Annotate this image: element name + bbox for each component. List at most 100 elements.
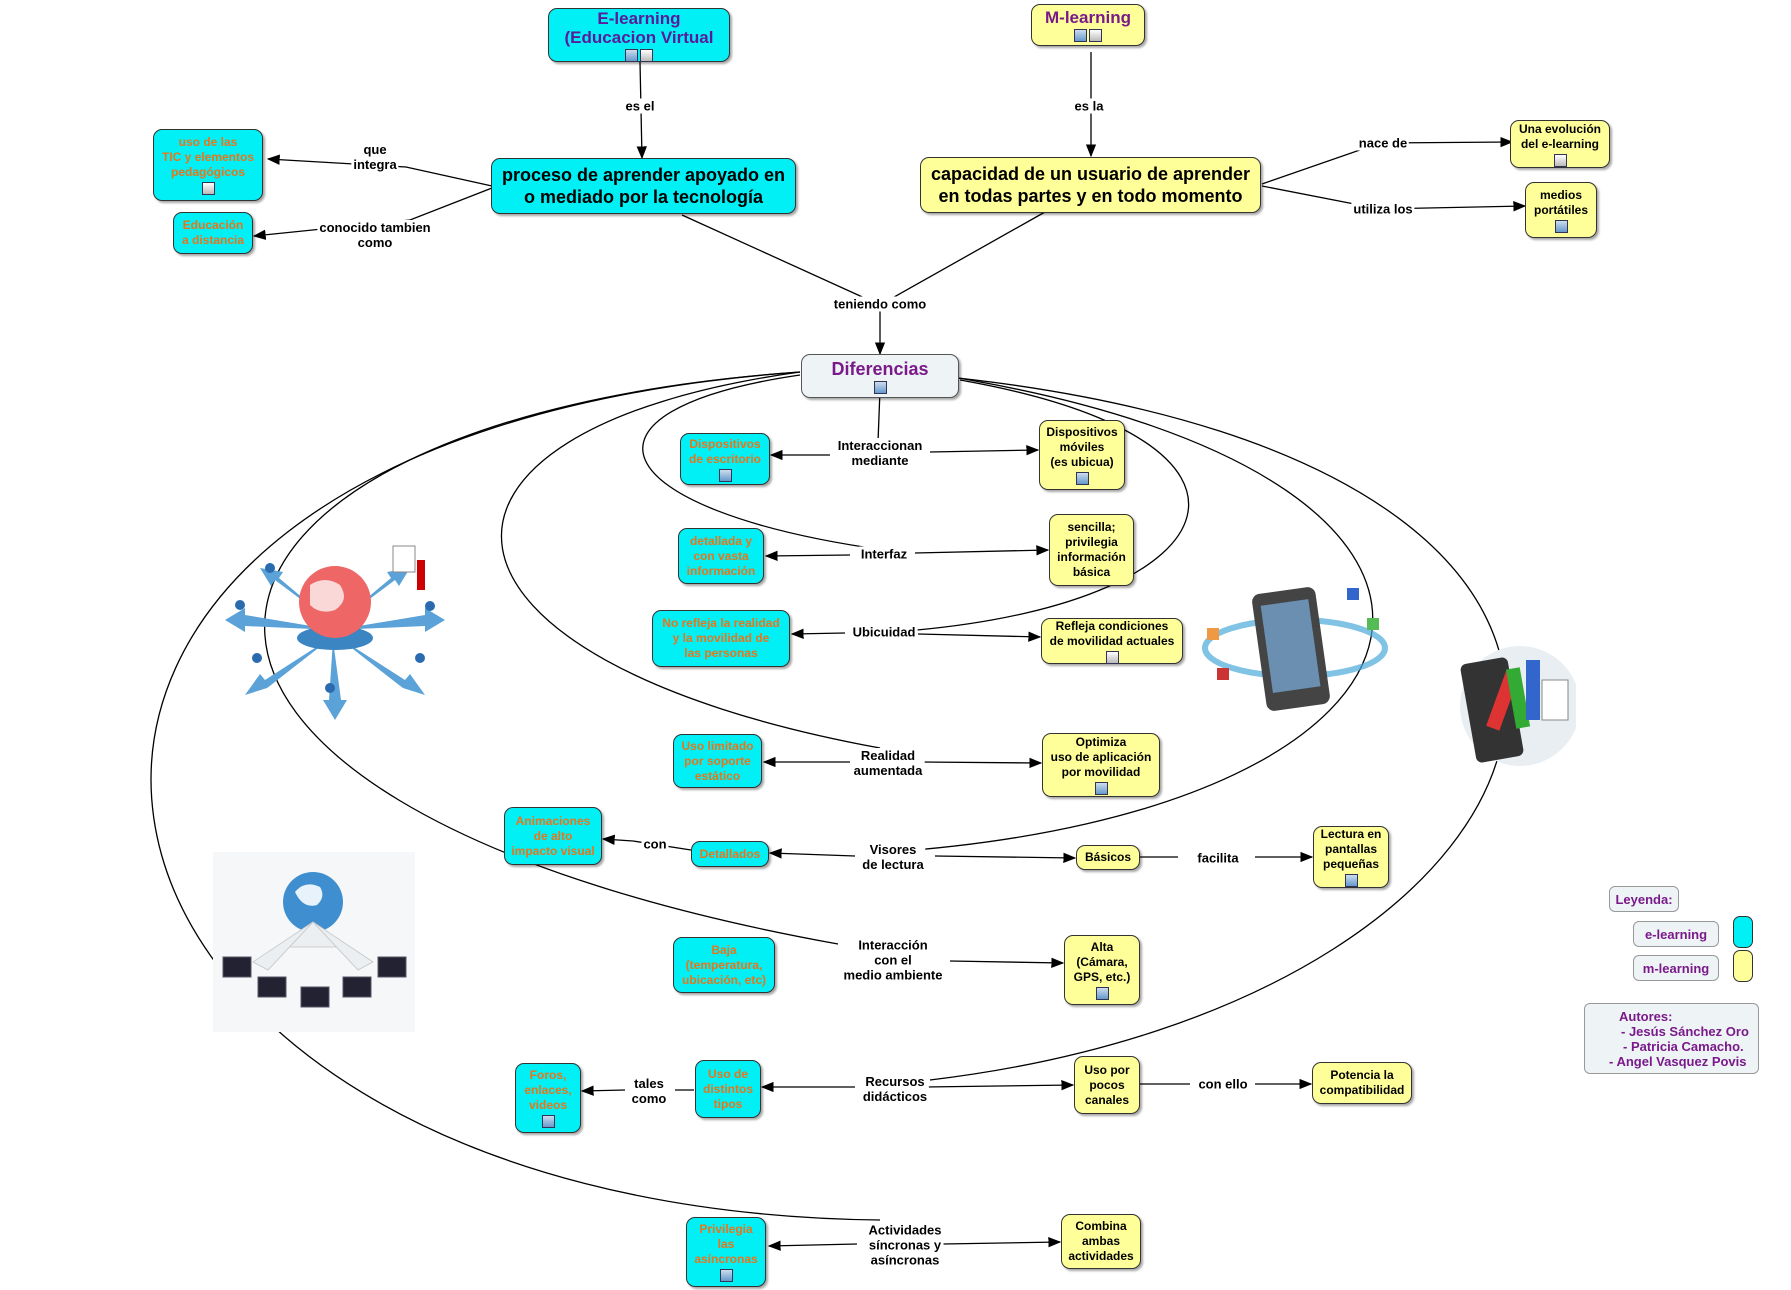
image-icon[interactable] [1094, 782, 1108, 795]
label-actividades: Actividades síncronas y asíncronas [866, 1222, 944, 1268]
link-recursos [929, 377, 1507, 1081]
arrow-uso-pocos [924, 1079, 1075, 1091]
arrow-no-refleja [790, 628, 846, 639]
node-foros[interactable]: Foros, enlaces, videos [515, 1063, 581, 1133]
node-uso-tic[interactable]: uso de las TIC y elementos pedagógicos [153, 129, 263, 201]
arrow-refleja [917, 631, 1042, 642]
node-animaciones[interactable]: Animaciones de alto impacto visual [504, 807, 602, 865]
link-que-integra [266, 154, 493, 187]
document-icon[interactable] [1105, 650, 1119, 664]
legend-elearning: e-learning [1633, 921, 1719, 947]
image-icon[interactable] [541, 1115, 555, 1128]
legend-title: Leyenda: [1609, 886, 1679, 912]
arrow-sencilla [914, 545, 1050, 556]
image-icon[interactable] [1075, 472, 1089, 485]
arrow-detallados [768, 848, 856, 859]
link-capacidad-diferencias [879, 211, 1046, 306]
legend-mlearning: m-learning [1633, 955, 1719, 981]
node-uso-limitado[interactable]: Uso limitado por soporte estático [673, 734, 762, 788]
node-medios[interactable]: medios portátiles [1525, 182, 1597, 238]
node-privilegia[interactable]: Privilegia las asíncronas [686, 1217, 766, 1287]
arrow-animaciones [601, 834, 634, 845]
label-con: con [641, 836, 669, 852]
label-interfaz: Interfaz [858, 546, 910, 562]
label-conocido: conocido tambien como [317, 220, 433, 250]
label-con-ello: con ello [1196, 1076, 1250, 1092]
image-icon[interactable] [1074, 29, 1087, 42]
label-interaccion: Interacción con el medio ambiente [841, 937, 945, 983]
node-evolucion[interactable]: Una evolución del e-learning [1510, 120, 1610, 168]
node-no-refleja[interactable]: No refleja la realidad y la movilidad de… [652, 610, 790, 667]
arrow-combina [942, 1237, 1062, 1248]
laptops-globe-image [213, 852, 415, 1032]
node-disp-escritorio[interactable]: Dispositivos de escritorio [680, 433, 770, 485]
tablet-books-image [1460, 646, 1576, 766]
node-combina[interactable]: Combina ambas actividades [1061, 1214, 1141, 1269]
image-icon[interactable] [1095, 987, 1109, 1000]
label-ubicuidad: Ubicuidad [850, 624, 918, 640]
image-icon[interactable] [625, 48, 638, 62]
image-icon[interactable] [1554, 219, 1568, 233]
arrow-basicos [934, 852, 1077, 864]
arrow-alta [949, 957, 1065, 968]
arrow-detallada [764, 550, 851, 562]
label-utiliza-los: utiliza los [1351, 201, 1415, 217]
node-mlearning[interactable]: M-learning [1031, 4, 1145, 46]
label-es-el: es el [623, 98, 657, 114]
node-elearning[interactable]: E-learning (Educacion Virtual [548, 8, 730, 62]
node-lectura[interactable]: Lectura en pantallas pequeñas [1313, 826, 1389, 888]
label-realidad: Realidad aumentada [851, 748, 925, 778]
node-basicos[interactable]: Básicos [1076, 845, 1140, 870]
node-optimiza[interactable]: Optimiza uso de aplicación por movilidad [1042, 733, 1160, 797]
arrow-foros [580, 1085, 626, 1096]
node-disp-moviles[interactable]: Dispositivos móviles (es ubicua) [1039, 420, 1125, 490]
label-tales-como: tales como [629, 1076, 669, 1106]
image-icon[interactable] [718, 468, 732, 482]
label-facilita: facilita [1195, 850, 1241, 866]
node-proceso[interactable]: proceso de aprender apoyado en o mediado… [491, 158, 796, 214]
node-uso-pocos[interactable]: Uso por pocos canales [1074, 1056, 1140, 1114]
label-que-integra: que integra [351, 142, 399, 172]
network-globe-image [225, 545, 445, 720]
node-baja[interactable]: Baja (temperatura, ubicación, etc) [673, 937, 775, 993]
label-visores: Visores de lectura [860, 842, 926, 872]
node-detallada[interactable]: detallada y con vasta información [678, 528, 764, 584]
label-teniendo-como: teniendo como [831, 296, 929, 312]
smartphone-apps-image [1202, 587, 1388, 711]
label-interaccionan: Interaccionan mediante [835, 438, 925, 468]
document-icon[interactable] [1089, 29, 1102, 42]
image-icon[interactable] [1344, 874, 1358, 887]
label-nace-de: nace de [1356, 135, 1410, 151]
node-sencilla[interactable]: sencilla; privilegia información básica [1049, 514, 1134, 586]
node-capacidad[interactable]: capacidad de un usuario de aprender en t… [920, 157, 1261, 213]
author-3: - Angel Vasquez Povis [1609, 1053, 1747, 1069]
image-icon[interactable] [719, 1269, 733, 1282]
authors-title: Autores: [1619, 1008, 1673, 1024]
arrow-privilegia [767, 1240, 858, 1251]
link-interaccionan [877, 389, 881, 443]
node-diferencias[interactable]: Diferencias [801, 354, 959, 398]
node-detallados[interactable]: Detallados [691, 841, 769, 867]
node-potencia[interactable]: Potencia la compatibilidad [1312, 1062, 1412, 1104]
link-proceso-diferencias [681, 214, 881, 306]
link-visores [889, 377, 1374, 853]
node-refleja[interactable]: Refleja condiciones de movilidad actuale… [1041, 618, 1183, 664]
image-icon[interactable] [873, 380, 887, 394]
legend-swatch-mlearning [1733, 950, 1753, 982]
link-interfaz [642, 374, 885, 551]
node-uso-distintos[interactable]: Uso de distintos tipos [695, 1060, 761, 1118]
label-es-la: es la [1072, 98, 1106, 114]
document-icon[interactable] [201, 182, 215, 195]
link-actividades [150, 371, 881, 1221]
arrow-optimiza [919, 757, 1043, 769]
node-educacion-distancia[interactable]: Educación a distancia [173, 212, 253, 254]
link-ubicuidad [916, 379, 1190, 631]
arrow-moviles [929, 445, 1040, 456]
node-alta[interactable]: Alta (Cámara, GPS, etc.) [1064, 935, 1140, 1005]
authors-box: Autores: - Jesús Sánchez Oro - Patricia … [1584, 1003, 1759, 1074]
document-icon[interactable] [1553, 153, 1567, 167]
author-1: - Jesús Sánchez Oro [1621, 1023, 1749, 1039]
document-icon[interactable] [640, 48, 653, 62]
link-realidad [500, 371, 881, 749]
